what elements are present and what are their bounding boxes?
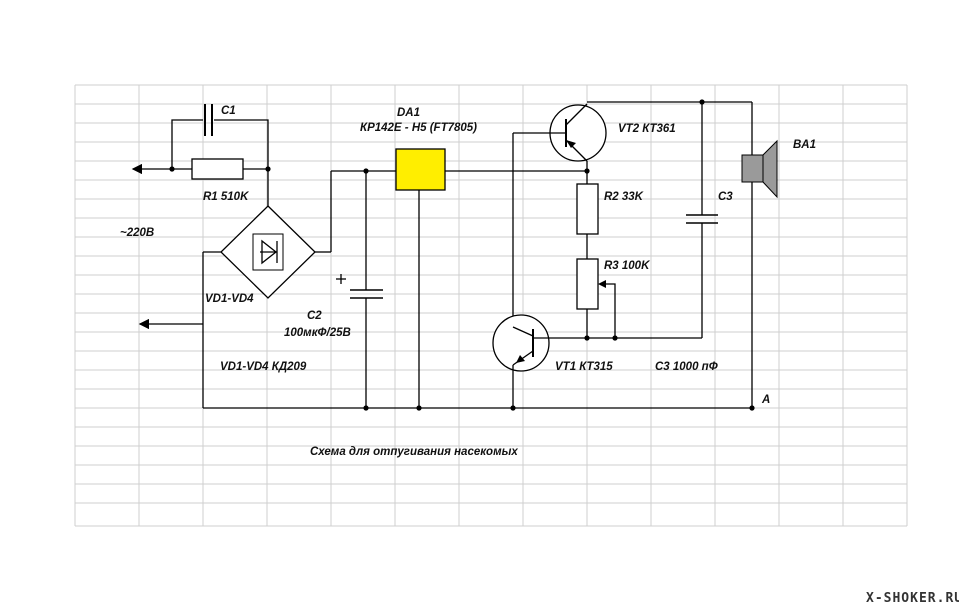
r3-potentiometer bbox=[576, 258, 599, 310]
label-r3: R3 100K bbox=[604, 260, 650, 272]
c2-capacitor bbox=[336, 168, 383, 408]
label-vd-part: VD1-VD4 КД209 bbox=[220, 361, 307, 373]
ba1-speaker bbox=[741, 139, 778, 408]
label-da1-part: КР142Е - Н5 (FT7805) bbox=[360, 122, 477, 134]
mains-input bbox=[131, 163, 203, 330]
label-vt1: VT1 КТ315 bbox=[555, 361, 613, 373]
label-ba1: BA1 bbox=[793, 139, 816, 151]
watermark: X-SHOKER.RU bbox=[866, 591, 959, 606]
r2-r3-chain bbox=[576, 183, 618, 341]
label-c3: C3 bbox=[718, 191, 733, 203]
label-node-a: A bbox=[761, 394, 770, 406]
label-c2: C2 bbox=[307, 310, 322, 322]
ground-rail bbox=[203, 405, 755, 411]
r1-resistor bbox=[191, 158, 244, 180]
vt1-transistor bbox=[492, 133, 702, 408]
label-da1: DA1 bbox=[397, 107, 420, 119]
r2-resistor bbox=[576, 183, 599, 235]
label-c1: C1 bbox=[221, 105, 236, 117]
diode-symbol bbox=[261, 239, 278, 265]
label-r2: R2 33K bbox=[604, 191, 644, 203]
label-c2-value: 100мкФ/25В bbox=[284, 327, 351, 339]
label-vd: VD1-VD4 bbox=[205, 293, 254, 305]
c1-r1-network bbox=[169, 104, 271, 180]
vt2-transistor bbox=[513, 103, 607, 184]
top-rail bbox=[587, 99, 753, 215]
label-r1: R1 510K bbox=[203, 191, 249, 203]
diode-bridge bbox=[202, 169, 396, 408]
diagram-caption: Схема для отпугивания насекомых bbox=[310, 446, 518, 458]
label-c3-value: C3 1000 пФ bbox=[655, 361, 718, 373]
background-grid bbox=[74, 84, 908, 527]
c3-capacitor bbox=[686, 214, 718, 338]
label-vt2: VT2 КТ361 bbox=[618, 123, 676, 135]
da1-chip bbox=[395, 148, 446, 191]
da1-regulator bbox=[395, 148, 587, 408]
label-mains: ~220В bbox=[120, 227, 154, 239]
